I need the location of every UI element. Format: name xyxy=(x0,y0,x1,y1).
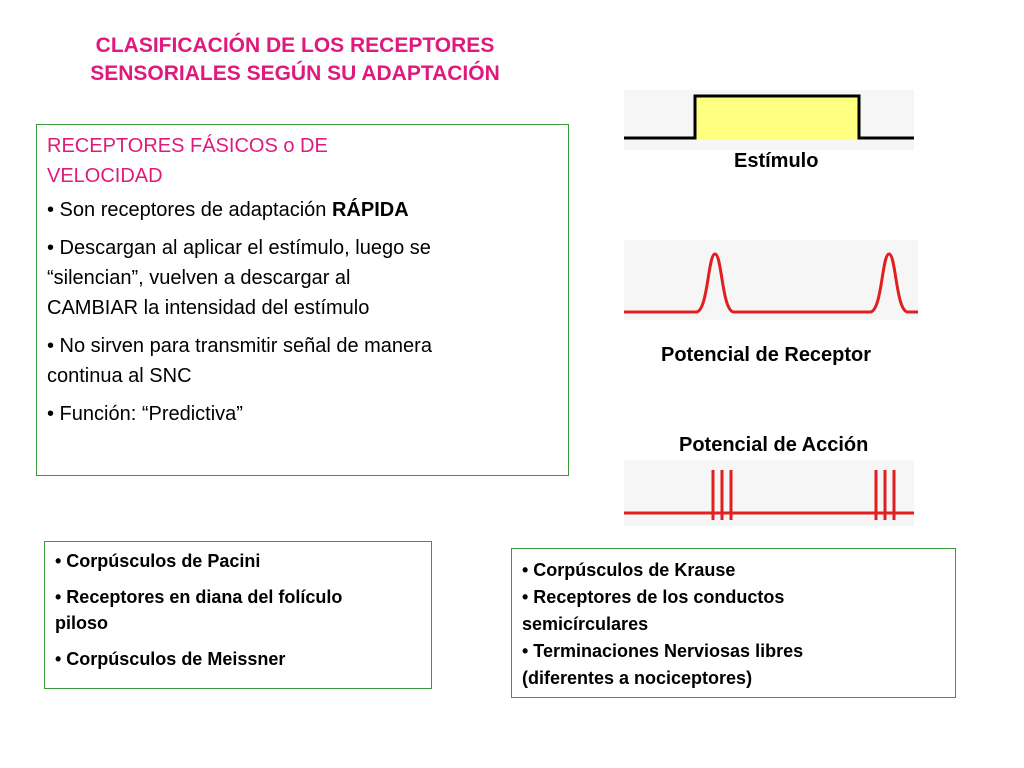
action-potential-trace xyxy=(624,470,914,520)
action-potential-label: Potencial de Acción xyxy=(679,434,869,456)
bullet-adaptation-bold: RÁPIDA xyxy=(331,199,409,221)
stimulus-line xyxy=(624,94,914,140)
receptor-panel xyxy=(624,240,918,320)
page-title: CLASIFICACIÓN DE LOS RECEPTORES SENSORIA… xyxy=(30,32,560,88)
list-item: • Corpúsculos de Meissner xyxy=(55,649,286,669)
phasic-receptors-box: RECEPTORES FÁSICOS o DE VELOCIDAD • Son … xyxy=(36,124,569,476)
examples-box-right: • Corpúsculos de Krause • Receptores de … xyxy=(511,548,956,698)
title-line-1: CLASIFICACIÓN DE LOS RECEPTORES xyxy=(95,34,495,57)
bullet-continuous-line-2: continua al SNC xyxy=(47,365,192,387)
list-item: • Receptores en diana del folículo pilos… xyxy=(55,584,421,636)
list-item: • Corpúsculos de Krause xyxy=(522,560,736,580)
bullet-adaptation: • Son receptores de adaptación RÁPIDA xyxy=(47,195,558,225)
bullet-continuous: • No sirven para transmitir señal de man… xyxy=(47,331,558,391)
list-item-line-2: semicírculares xyxy=(522,614,649,634)
list-item-line-2: piloso xyxy=(55,613,108,633)
list-item: • Terminaciones Nerviosas libres (difere… xyxy=(522,638,945,692)
list-item-line-1: • Receptores en diana del folículo xyxy=(55,587,343,607)
receptor-potential-label: Potencial de Receptor xyxy=(661,344,872,366)
list-item-line-1: • Terminaciones Nerviosas libres xyxy=(522,641,804,661)
title-line-2: SENSORIALES SEGÚN SU ADAPTACIÓN xyxy=(90,62,500,85)
stimulus-pulse xyxy=(695,96,859,140)
receptor-potential-line xyxy=(624,252,918,314)
bullet-function: • Función: “Predictiva” xyxy=(47,403,243,425)
bullet-discharge-line-2: “silencian”, vuelven a descargar al xyxy=(47,267,351,289)
list-item-line-2: (diferentes a nociceptores) xyxy=(522,668,753,688)
heading-line-2: VELOCIDAD xyxy=(47,165,163,187)
bullet-continuous-line-1: • No sirven para transmitir señal de man… xyxy=(47,335,432,357)
stimulus-label: Estímulo xyxy=(734,150,819,172)
bullet-adaptation-text: • Son receptores de adaptación xyxy=(47,199,332,221)
list-item: • Receptores de los conductos semicírcul… xyxy=(522,584,945,638)
list-item-line-1: • Receptores de los conductos xyxy=(522,587,785,607)
receptor-potential-trace xyxy=(624,252,918,314)
bullet-discharge: • Descargan al aplicar el estímulo, lueg… xyxy=(47,233,558,323)
stimulus-trace xyxy=(624,94,914,140)
heading-line-1: RECEPTORES FÁSICOS o DE xyxy=(47,135,328,157)
box-heading: RECEPTORES FÁSICOS o DE VELOCIDAD xyxy=(47,131,558,191)
list-item: • Corpúsculos de Pacini xyxy=(55,551,261,571)
examples-box-left: • Corpúsculos de Pacini • Receptores en … xyxy=(44,541,432,689)
action-panel xyxy=(624,460,914,526)
bullet-discharge-line-3: CAMBIAR la intensidad del estímulo xyxy=(47,297,370,319)
bullet-discharge-line-1: • Descargan al aplicar el estímulo, lueg… xyxy=(47,237,431,259)
